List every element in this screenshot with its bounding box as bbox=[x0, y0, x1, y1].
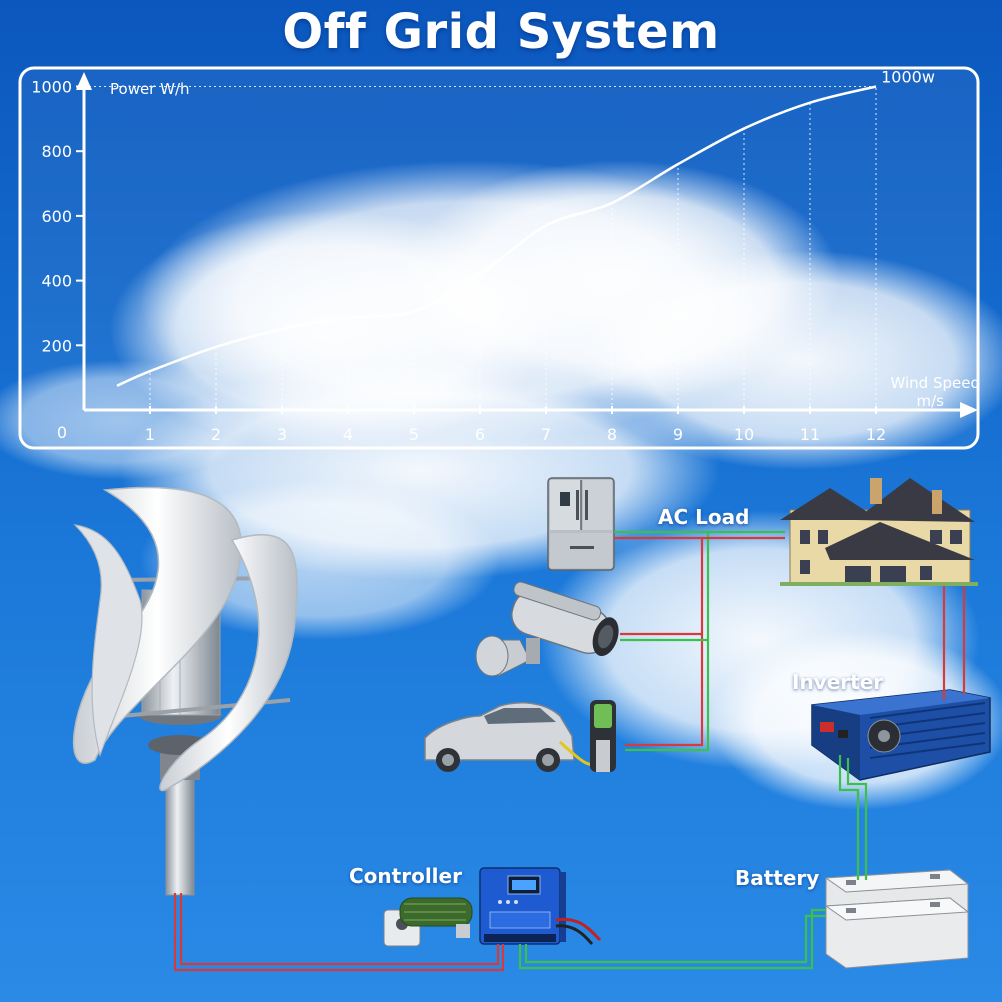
controller-label: Controller bbox=[349, 864, 462, 888]
battery-label: Battery bbox=[735, 866, 820, 890]
x-tick-label: 12 bbox=[866, 425, 886, 444]
y-tick-label: 200 bbox=[41, 336, 72, 355]
x-tick-label: 4 bbox=[343, 425, 353, 444]
dump-load-resistor-icon bbox=[383, 897, 473, 947]
battery-bank-icon bbox=[824, 869, 970, 969]
ac-load-label: AC Load bbox=[658, 505, 750, 529]
house-icon bbox=[780, 478, 978, 586]
x-axis-arrow bbox=[960, 402, 978, 418]
power-curve-line bbox=[116, 85, 877, 387]
x-tick-label: 1 bbox=[145, 425, 155, 444]
y-tick-label: 600 bbox=[41, 207, 72, 226]
x-tick-label: 2 bbox=[211, 425, 221, 444]
ev-charger-icon bbox=[590, 700, 616, 772]
y-tick-label: 400 bbox=[41, 272, 72, 291]
wiring bbox=[173, 530, 966, 972]
x-tick-label: 9 bbox=[673, 425, 683, 444]
electric-car-icon bbox=[424, 702, 601, 772]
origin-label: 0 bbox=[57, 423, 67, 442]
chart-frame bbox=[18, 66, 980, 450]
peak-annotation: 1000w bbox=[881, 68, 935, 87]
x-tick-label: 5 bbox=[409, 425, 419, 444]
x-tick-label: 3 bbox=[277, 425, 287, 444]
x-tick-label: 11 bbox=[800, 425, 820, 444]
inverter-label: Inverter bbox=[792, 670, 884, 694]
x-axis-title: Wind Speed bbox=[891, 374, 981, 392]
x-axis-unit: m/s bbox=[917, 392, 945, 410]
y-tick-label: 800 bbox=[41, 142, 72, 161]
x-tick-label: 10 bbox=[734, 425, 754, 444]
page-title: Off Grid System bbox=[282, 4, 720, 60]
y-axis-title: Power W/h bbox=[110, 80, 190, 98]
y-tick-label: 1000 bbox=[31, 78, 72, 97]
refrigerator-icon bbox=[547, 477, 615, 571]
x-tick-label: 6 bbox=[475, 425, 485, 444]
charge-controller-icon bbox=[479, 867, 602, 945]
x-tick-label: 7 bbox=[541, 425, 551, 444]
x-tick-label: 8 bbox=[607, 425, 617, 444]
wind-turbine-icon bbox=[72, 486, 298, 896]
security-camera-icon bbox=[475, 581, 619, 677]
